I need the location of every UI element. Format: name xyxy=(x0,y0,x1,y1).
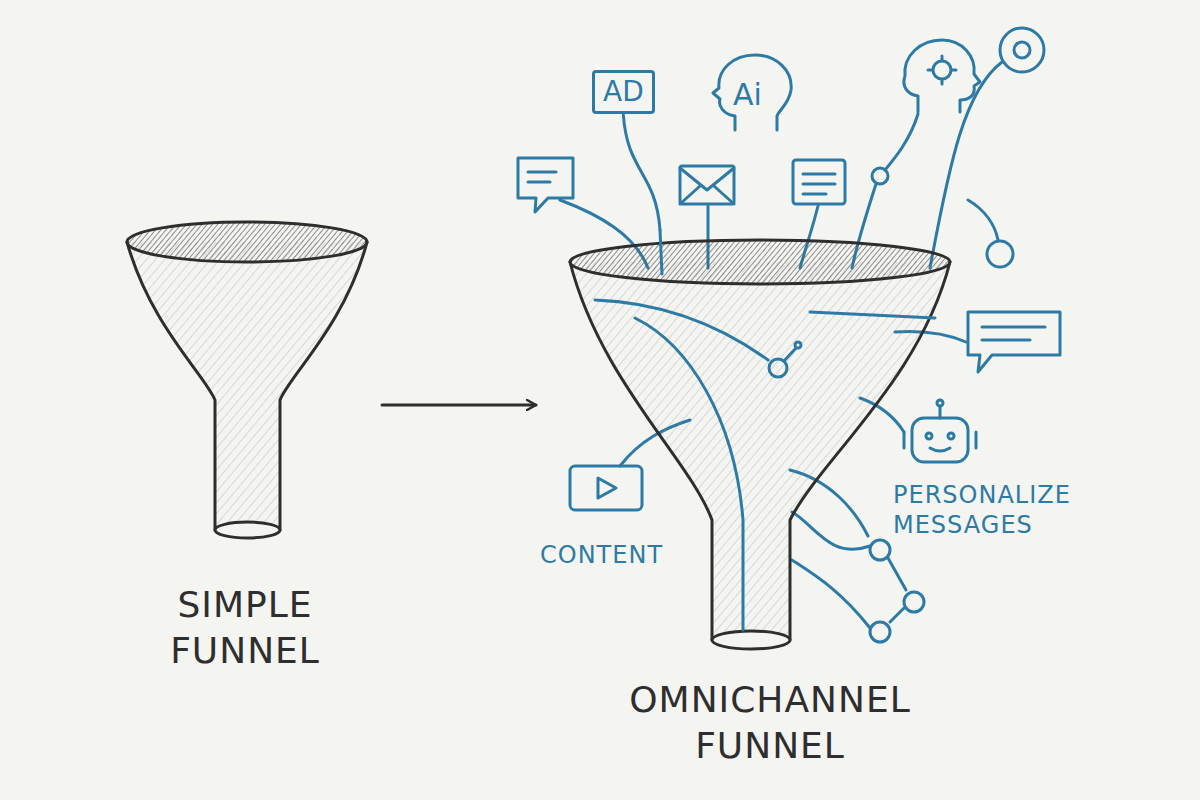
leader-line xyxy=(890,608,904,622)
mail-flap xyxy=(680,168,734,204)
video-icon xyxy=(570,466,642,510)
node-dot xyxy=(987,241,1013,267)
document-lines xyxy=(803,174,835,194)
robot-icon xyxy=(912,418,968,462)
content-label: CONTENT xyxy=(540,540,740,570)
chat-lines xyxy=(982,327,1045,340)
icon-text: Ai xyxy=(733,78,762,112)
leader-line xyxy=(888,558,906,590)
robot-antenna xyxy=(904,406,976,448)
gear-teeth xyxy=(928,56,956,84)
simple-funnel: SIMPLE FUNNEL xyxy=(110,210,380,680)
play-icon xyxy=(598,478,616,498)
personalize-label: PERSONALIZE MESSAGES xyxy=(893,480,1083,540)
node-dot xyxy=(870,622,890,642)
leader-line xyxy=(885,114,918,170)
gear-icon xyxy=(933,61,951,79)
head-icon xyxy=(904,40,980,112)
robot-eye xyxy=(926,433,932,439)
leader-line xyxy=(930,62,1002,268)
robot-antenna-tip xyxy=(937,400,943,406)
ad-box: AD xyxy=(592,70,655,114)
leader-line xyxy=(968,200,998,240)
document-icon xyxy=(793,160,845,204)
robot-eye xyxy=(948,433,954,439)
leader-line xyxy=(792,560,870,628)
target-core xyxy=(1014,42,1030,58)
mail-icon xyxy=(680,166,734,204)
funnel-title: SIMPLE FUNNEL xyxy=(145,582,345,674)
flow-arrow xyxy=(382,404,536,407)
node-dot xyxy=(904,592,924,612)
chat-lines xyxy=(528,172,556,182)
funnel-title: OMNICHANNEL FUNNEL xyxy=(590,677,950,769)
node-dot xyxy=(872,168,888,184)
ai-head: Ai xyxy=(705,52,795,132)
channel-line xyxy=(623,115,660,230)
chat-icon xyxy=(518,158,573,212)
target-icon xyxy=(1000,28,1044,72)
chat-icon xyxy=(968,312,1060,372)
icon-text: AD xyxy=(603,75,644,108)
robot-mouth xyxy=(930,448,950,451)
leader-line xyxy=(792,512,870,549)
